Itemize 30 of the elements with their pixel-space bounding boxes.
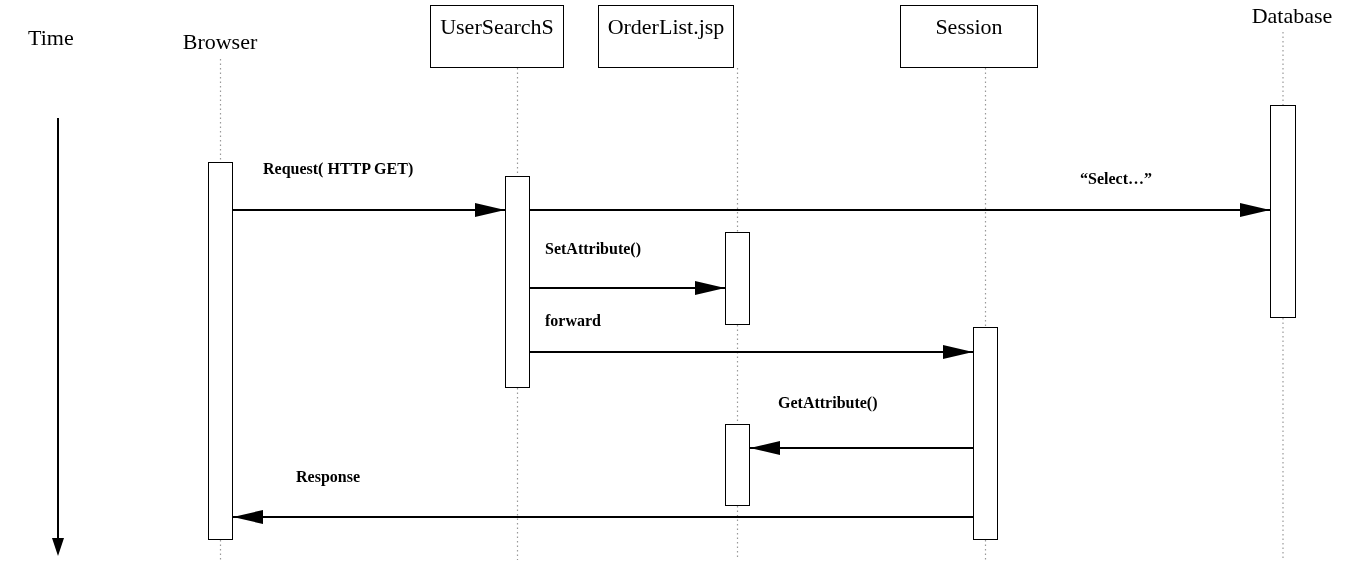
axis-label: Time: [28, 25, 74, 51]
message-arrow: [529, 203, 1271, 217]
activation-bar: [505, 176, 530, 388]
activation-bar: [725, 424, 750, 506]
message-arrow: [232, 203, 506, 217]
message-arrow: [232, 510, 974, 524]
message-label: Request( HTTP GET): [263, 160, 414, 178]
participant-box: UserSearchS: [430, 5, 564, 68]
message-label: SetAttribute(): [545, 240, 641, 258]
message-label: forward: [545, 312, 601, 330]
message-label: “Select…”: [1080, 170, 1152, 188]
participant-box: Session: [900, 5, 1038, 68]
lifeline: [219, 539, 222, 561]
lifeline: [984, 67, 987, 328]
lifeline: [219, 58, 222, 163]
activation-bar: [208, 162, 233, 540]
lifeline: [736, 67, 739, 233]
message-label: Response: [296, 468, 360, 486]
lifeline: [516, 387, 519, 561]
message-arrow: [529, 281, 726, 295]
message-arrow: [529, 345, 974, 359]
activation-bar: [973, 327, 998, 540]
message-label: GetAttribute(): [778, 394, 878, 412]
participant-label: Browser: [160, 25, 280, 59]
activation-bar: [725, 232, 750, 325]
participant-box: OrderList.jsp: [598, 5, 734, 68]
message-arrow: [749, 441, 974, 455]
activation-bar: [1270, 105, 1296, 318]
lifeline: [984, 539, 987, 561]
participant-label: Database: [1240, 0, 1344, 32]
